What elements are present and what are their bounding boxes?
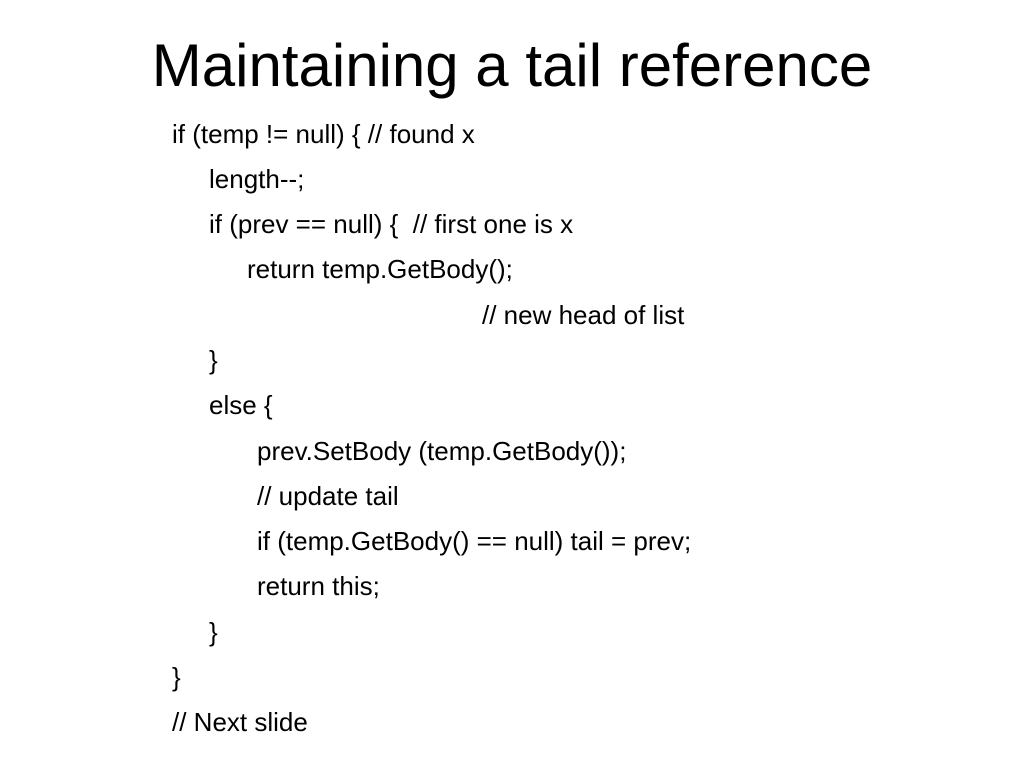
code-line: else {	[209, 390, 273, 420]
code-line: if (temp != null) { // found x	[172, 119, 475, 149]
code-line: return temp.GetBody();	[247, 254, 513, 284]
code-line: // Next slide	[172, 707, 308, 737]
code-line: length--;	[209, 164, 305, 194]
code-line: if (temp.GetBody() == null) tail = prev;	[257, 526, 692, 556]
code-line: return this;	[257, 571, 380, 601]
code-line: // new head of list	[482, 300, 685, 330]
code-line: // update tail	[257, 481, 399, 511]
code-line: if (prev == null) { // first one is x	[209, 209, 574, 239]
slide-title: Maintaining a tail reference	[151, 32, 873, 99]
code-line: }	[172, 662, 181, 692]
code-line: }	[209, 345, 218, 375]
code-line: prev.SetBody (temp.GetBody());	[257, 436, 627, 466]
code-line: }	[209, 617, 218, 647]
